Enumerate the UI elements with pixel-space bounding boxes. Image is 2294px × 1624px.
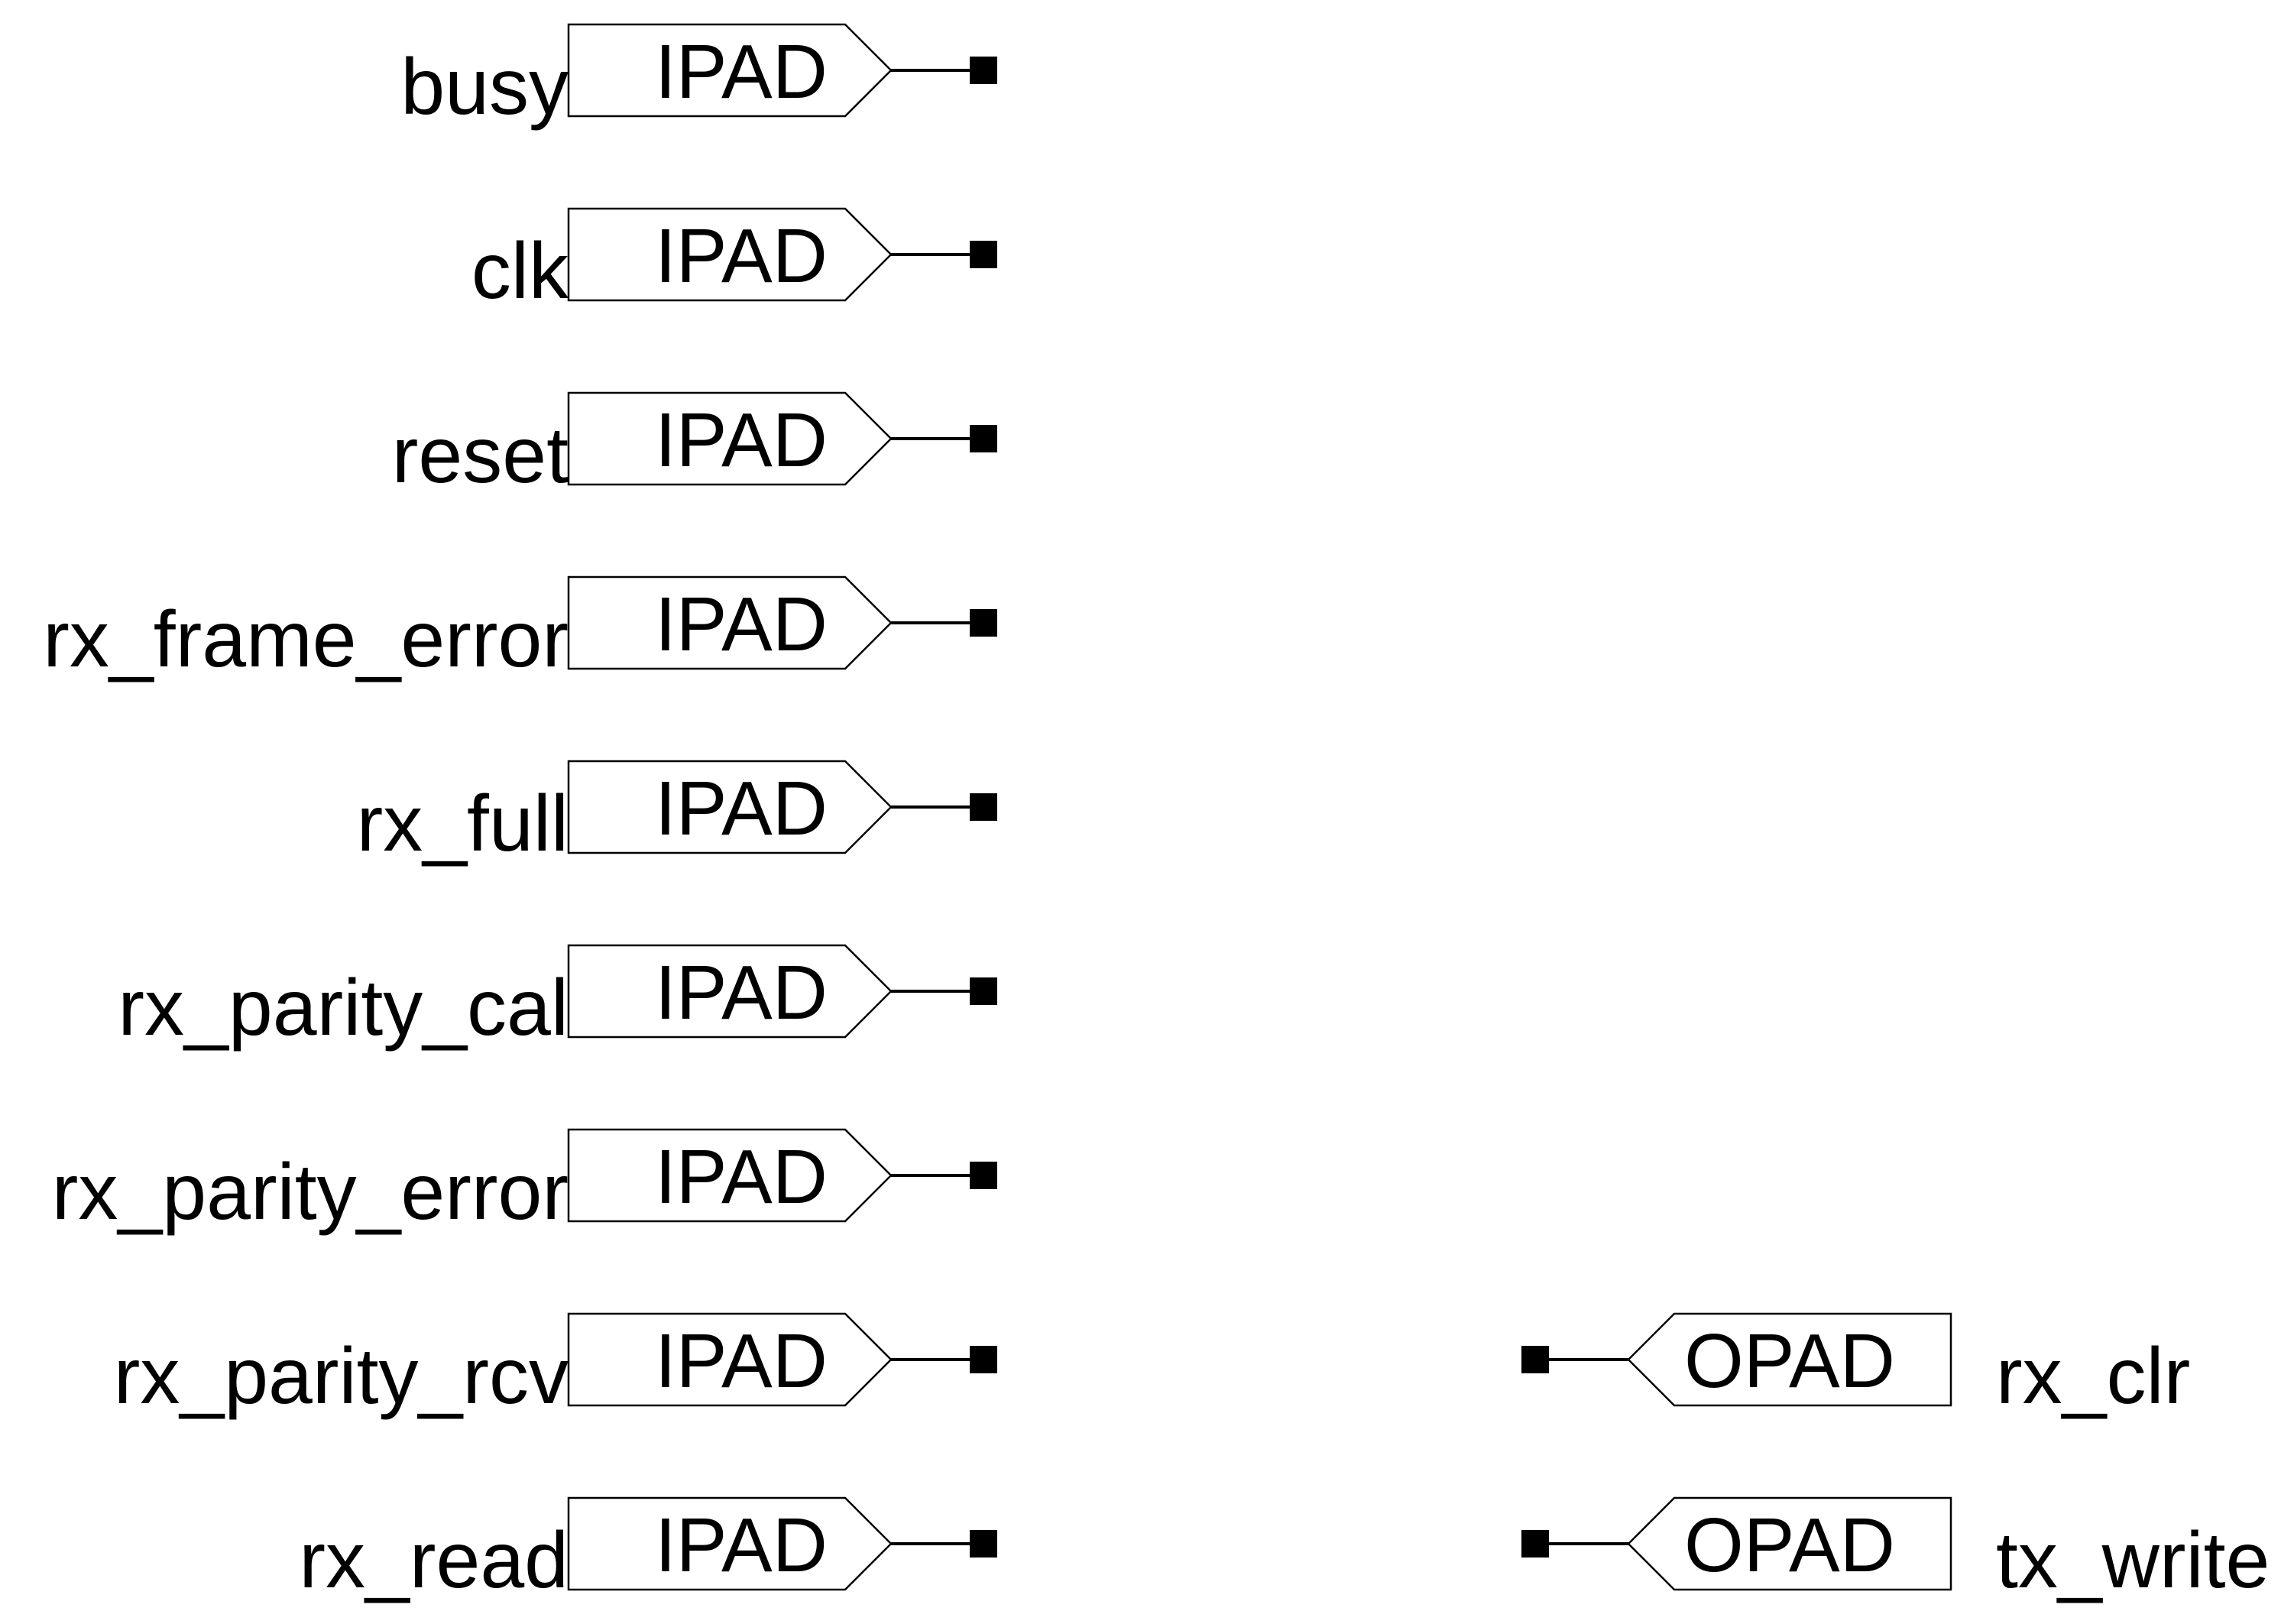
ipad-pin <box>970 977 997 1005</box>
net-label-rx-clr: rx_clr <box>1996 1332 2190 1421</box>
ipad-pin <box>970 1162 997 1189</box>
ipad-symbol <box>567 575 893 670</box>
opad-label: OPAD <box>1684 1318 1895 1404</box>
net-label-rx-parity-rcv: rx_parity_rcv <box>114 1332 569 1421</box>
net-label-rx-read: rx_read <box>299 1516 569 1605</box>
ipad-symbol <box>567 23 893 118</box>
ipad-reset: IPAD reset <box>392 391 997 500</box>
opad-rx-clr: OPAD rx_clr <box>1521 1312 2190 1421</box>
opad-tx-write: OPAD tx_write <box>1521 1496 2270 1605</box>
net-label-rx-frame-error: rx_frame_error <box>43 595 569 684</box>
ipad-rx-parity-rcv: IPAD rx_parity_rcv <box>114 1312 997 1421</box>
ipad-rx-parity-error: IPAD rx_parity_error <box>52 1128 997 1237</box>
net-label-busy: busy <box>400 43 569 131</box>
ipad-rx-frame-error: IPAD rx_frame_error <box>43 575 997 684</box>
opad-symbol <box>1627 1312 1952 1407</box>
ipad-pin <box>970 609 997 637</box>
opad-pin <box>1521 1346 1549 1373</box>
ipad-label: IPAD <box>655 950 828 1036</box>
net-label-clk: clk <box>471 227 569 316</box>
net-label-rx-full: rx_full <box>357 780 569 868</box>
ipad-rx-parity-cal: IPAD rx_parity_cal <box>118 944 997 1052</box>
ipad-label: IPAD <box>655 766 828 851</box>
ipad-rx-full: IPAD rx_full <box>357 760 997 868</box>
net-label-rx-parity-cal: rx_parity_cal <box>118 964 569 1052</box>
ipad-label: IPAD <box>655 29 828 115</box>
ipad-symbol <box>567 944 893 1039</box>
net-label-reset: reset <box>392 411 569 500</box>
ipad-label: IPAD <box>655 397 828 483</box>
ipad-pin <box>970 793 997 821</box>
ipad-clk: IPAD clk <box>471 207 997 316</box>
ipad-pin <box>970 1530 997 1558</box>
ipad-label: IPAD <box>655 1502 828 1588</box>
ipad-label: IPAD <box>655 213 828 299</box>
ipad-symbol <box>567 391 893 486</box>
ipad-symbol <box>567 1496 893 1591</box>
ipad-label: IPAD <box>655 1134 828 1220</box>
opad-label: OPAD <box>1684 1502 1895 1588</box>
net-label-tx-write: tx_write <box>1996 1516 2270 1605</box>
ipad-label: IPAD <box>655 1318 828 1404</box>
ipad-pin <box>970 241 997 268</box>
net-label-rx-parity-error: rx_parity_error <box>52 1148 569 1237</box>
opad-pin <box>1521 1530 1549 1558</box>
ipad-pin <box>970 1346 997 1373</box>
ipad-label: IPAD <box>655 582 828 667</box>
ipad-pin <box>970 425 997 452</box>
ipad-pin <box>970 57 997 84</box>
ipad-symbol <box>567 207 893 302</box>
opad-symbol <box>1627 1496 1952 1591</box>
ipad-symbol <box>567 1128 893 1223</box>
ipad-symbol <box>567 1312 893 1407</box>
ipad-symbol <box>567 760 893 854</box>
ipad-rx-read: IPAD rx_read <box>299 1496 997 1605</box>
ipad-busy: IPAD busy <box>400 23 997 131</box>
